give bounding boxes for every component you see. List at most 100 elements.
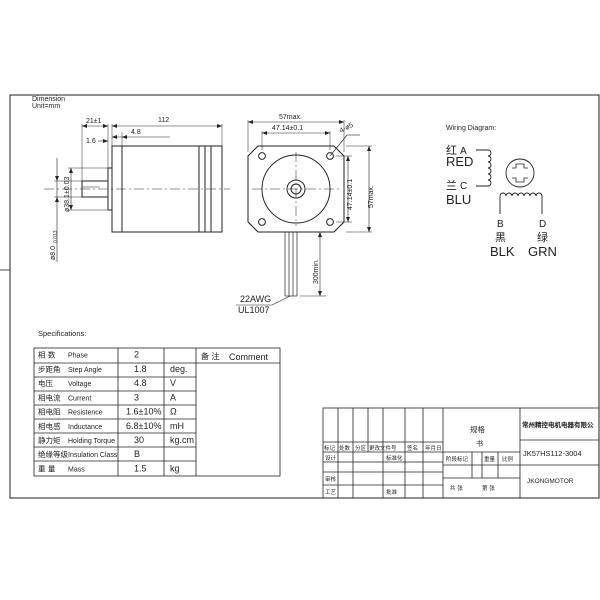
coil-ac xyxy=(476,149,492,187)
dim-112: 112 xyxy=(158,117,169,124)
rev-header: 签名 xyxy=(407,444,418,452)
specs-table-grid xyxy=(33,347,281,477)
side-view xyxy=(44,124,230,262)
company-name: 常州精控电机电器有限公 xyxy=(522,420,594,429)
rev-header: 处数 xyxy=(339,444,351,452)
spec-unit: kg xyxy=(170,463,180,473)
wire-a-cn: 红 xyxy=(446,144,457,157)
spec-en-label: Insulation Class xyxy=(68,452,118,459)
wire-ul: UL1007 xyxy=(238,305,270,315)
doc-type-1: 规格 xyxy=(470,424,485,434)
spec-unit: V xyxy=(170,378,176,388)
rotor-symbol xyxy=(505,158,535,188)
dim-300: 300min. xyxy=(313,259,320,284)
drawing-border xyxy=(9,94,600,499)
doc-type-2: 书 xyxy=(476,439,483,448)
wire-c-letter: C xyxy=(460,181,467,192)
spec-unit: mH xyxy=(170,421,184,431)
model-number: JK57HS112-3004 xyxy=(523,449,582,458)
wire-b-color: BLK xyxy=(490,244,515,259)
wire-d-cn: 绿 xyxy=(537,230,548,244)
spec-value: 30 xyxy=(134,435,144,445)
spec-en-label: Phase xyxy=(68,353,88,360)
spec-en-label: Step Angle xyxy=(68,367,102,374)
spec-en-label: Voltage xyxy=(68,381,91,388)
wire-awg: 22AWG xyxy=(240,294,271,304)
spec-en-label: Holding Torque xyxy=(68,438,115,445)
scale-label: 比例 xyxy=(502,455,514,463)
spec-cn-label: 相电感 xyxy=(38,421,61,431)
wire-b-cn: 黑 xyxy=(495,231,506,244)
wire-a-color: RED xyxy=(446,154,473,169)
mount-hole xyxy=(258,152,266,160)
dimension-label: Dimension xyxy=(32,96,65,103)
design-label: 设计 xyxy=(325,454,337,462)
rev-header: 分区 xyxy=(355,444,367,452)
standard-label: 标准化 xyxy=(386,454,403,462)
spec-unit: A xyxy=(170,392,176,402)
dim-47-right: 47.14±0.1 xyxy=(347,179,354,210)
wire-c-color: BLU xyxy=(446,192,471,207)
dim-dia-8-tol: 0.013 xyxy=(53,230,59,243)
spec-unit: Ω xyxy=(170,407,177,417)
spec-en-label: Resistence xyxy=(68,410,103,417)
comment-en: Comment xyxy=(229,352,269,362)
spec-cn-label: 相 数 xyxy=(38,350,56,360)
flange-square xyxy=(247,145,345,233)
dim-21: 21±1 xyxy=(86,118,102,125)
front-view xyxy=(236,120,372,306)
dim-4-8: 4.8 xyxy=(131,129,141,136)
comment-cn: 备 注 xyxy=(201,351,220,361)
spec-value: 1.5 xyxy=(134,463,147,473)
spec-cn-label: 电压 xyxy=(38,378,53,388)
specs-title: Specifications: xyxy=(38,329,86,338)
spec-value: 4.8 xyxy=(134,378,147,388)
coil-bd xyxy=(499,192,543,214)
stage-mark-label: 阶段标记 xyxy=(446,455,469,463)
spec-cn-label: 绝缘等级 xyxy=(38,449,68,459)
spec-unit: kg.cm xyxy=(170,435,194,445)
spec-cn-label: 步距角 xyxy=(38,364,61,374)
total-sheets-label: 共 张 xyxy=(450,484,463,492)
wire-d-color: GRN xyxy=(528,244,557,259)
unit-label: Unit=mm xyxy=(32,103,60,110)
dim-1-6: 1.6 xyxy=(86,138,96,145)
sheet-label: 第 张 xyxy=(482,484,495,492)
wire-a-letter: A xyxy=(460,146,467,157)
title-block-grid xyxy=(322,407,600,499)
dim-dia-8: ø8.0 xyxy=(50,246,57,260)
title-block-text: 标记 处数 分区 更改文件号 签名 年月日 设计 标准化 审核 工艺 批准 阶段… xyxy=(324,420,594,496)
brand-name: JKONGMOTOR xyxy=(527,478,574,485)
spec-en-label: Mass xyxy=(68,466,85,473)
spec-cn-label: 重 量 xyxy=(38,464,56,473)
approve-label: 批准 xyxy=(386,488,398,496)
spec-value: 1.8 xyxy=(134,364,147,374)
dim-holes: 4-ø5 xyxy=(339,122,355,135)
spec-value: 6.8±10% xyxy=(126,421,161,431)
dim-dia-38: ø38.1±0.03 xyxy=(64,177,71,212)
spec-cn-label: 相电阻 xyxy=(38,407,61,417)
rev-header: 更改文件号 xyxy=(369,444,397,452)
spec-unit: deg. xyxy=(170,364,188,374)
spec-value: 1.6±10% xyxy=(126,407,161,417)
front-view-arrows xyxy=(248,120,371,296)
spec-en-label: Current xyxy=(68,395,91,402)
weight-label: 重量 xyxy=(484,455,496,463)
wire-b-letter: B xyxy=(497,219,504,230)
review-label: 审核 xyxy=(325,475,337,483)
dim-57-right: 57max. xyxy=(368,185,375,208)
mount-hole xyxy=(326,218,334,226)
wire-d-letter: D xyxy=(539,219,546,230)
dim-57-top: 57max. xyxy=(279,114,302,121)
mount-hole xyxy=(326,152,334,160)
mount-hole xyxy=(258,218,266,226)
wiring-diagram xyxy=(476,149,543,214)
side-view-arrows xyxy=(55,124,222,210)
spec-cn-label: 相电流 xyxy=(38,392,61,402)
process-label: 工艺 xyxy=(325,489,337,496)
spec-en-label: Inductance xyxy=(68,424,102,431)
spec-cn-label: 静力矩 xyxy=(38,435,61,445)
wiring-title: Wiring Diagram: xyxy=(446,125,496,132)
